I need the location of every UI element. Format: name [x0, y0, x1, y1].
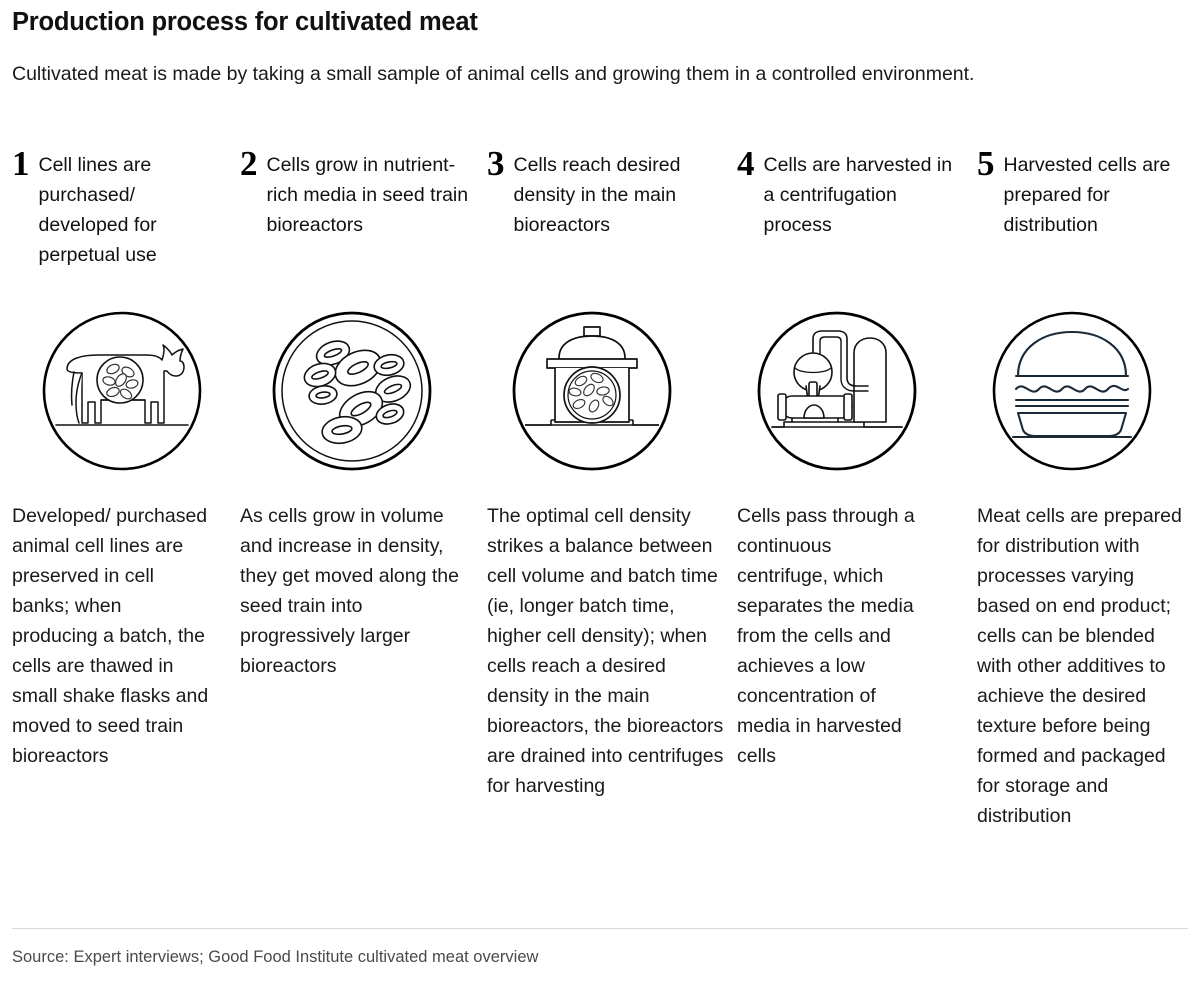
step-4: 4 Cells are harvested in a centrifugatio… [737, 144, 962, 767]
step-2-header: 2 Cells grow in nutrient-rich media in s… [240, 144, 472, 240]
step-3: 3 Cells reach desired density in the mai… [487, 144, 727, 797]
step-1: 1 Cell lines are purchased/ developed fo… [12, 144, 227, 767]
step-5-number: 5 [977, 144, 995, 183]
step-3-header: 3 Cells reach desired density in the mai… [487, 144, 727, 240]
petri-dish-cells-icon [271, 310, 433, 472]
step-2-number: 2 [240, 144, 258, 183]
step-1-title: Cell lines are purchased/ developed for … [38, 154, 157, 266]
step-4-number: 4 [737, 144, 755, 183]
step-3-body: The optimal cell density strikes a balan… [487, 505, 724, 797]
step-1-header: 1 Cell lines are purchased/ developed fo… [12, 144, 227, 270]
cow-with-cell-sample-icon [41, 310, 203, 472]
step-3-number: 3 [487, 144, 505, 183]
burger-icon [991, 310, 1153, 472]
step-4-title: Cells are harvested in a centrifugation … [763, 154, 953, 236]
page-subtitle: Cultivated meat is made by taking a smal… [12, 63, 975, 85]
page-title: Production process for cultivated meat [12, 8, 478, 36]
step-3-title: Cells reach desired density in the main … [513, 154, 681, 236]
step-5-title: Harvested cells are prepared for distrib… [1003, 154, 1171, 236]
footer-divider [12, 928, 1188, 929]
step-2-body: As cells grow in volume and increase in … [240, 505, 459, 677]
step-4-header: 4 Cells are harvested in a centrifugatio… [737, 144, 962, 240]
step-1-body: Developed/ purchased animal cell lines a… [12, 505, 209, 767]
step-5-header: 5 Harvested cells are prepared for distr… [977, 144, 1192, 240]
step-5: 5 Harvested cells are prepared for distr… [977, 144, 1192, 827]
step-4-body: Cells pass through a continuous centrifu… [737, 505, 915, 767]
bioreactor-vessel-icon [511, 310, 673, 472]
source-note: Source: Expert interviews; Good Food Ins… [12, 948, 539, 966]
step-2-title: Cells grow in nutrient-rich media in see… [266, 154, 469, 236]
industrial-centrifuge-icon [756, 310, 918, 472]
step-5-body: Meat cells are prepared for distribution… [977, 505, 1182, 827]
step-1-number: 1 [12, 144, 30, 183]
step-2: 2 Cells grow in nutrient-rich media in s… [240, 144, 472, 677]
